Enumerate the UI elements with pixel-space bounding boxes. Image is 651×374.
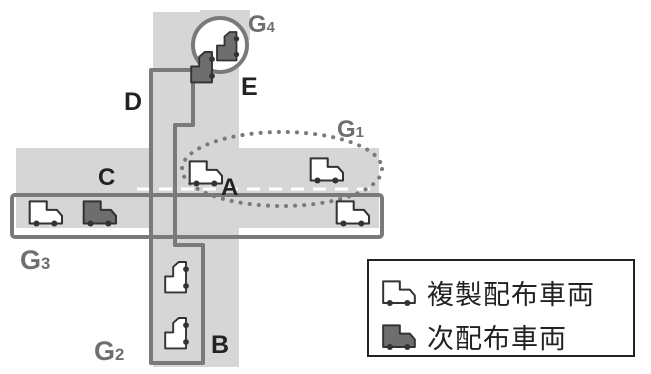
legend-row-next: 次配布車両 <box>379 317 567 356</box>
legend: 複製配布車両 次配布車両 <box>367 259 635 357</box>
truck-filled-icon <box>382 323 416 351</box>
legend-row-duplicate: 複製配布車両 <box>379 273 595 312</box>
legend-label-duplicate: 複製配布車両 <box>427 280 595 311</box>
group-label-g1: G1 <box>337 116 364 143</box>
legend-label-next: 次配布車両 <box>427 324 567 355</box>
group-g3-outline <box>10 193 384 239</box>
point-label-b: B <box>211 331 230 359</box>
point-label-d: D <box>124 88 143 116</box>
group-label-g4: G4 <box>248 11 275 38</box>
point-label-e: E <box>241 73 258 101</box>
group-g1-outline <box>180 130 384 208</box>
truck-outline-icon <box>382 279 416 307</box>
group-g2-outline <box>149 68 205 365</box>
group-label-g2: G2 <box>94 336 125 366</box>
point-label-a: A <box>221 174 239 201</box>
point-label-c: C <box>98 164 116 191</box>
group-label-g3: G3 <box>20 245 51 275</box>
